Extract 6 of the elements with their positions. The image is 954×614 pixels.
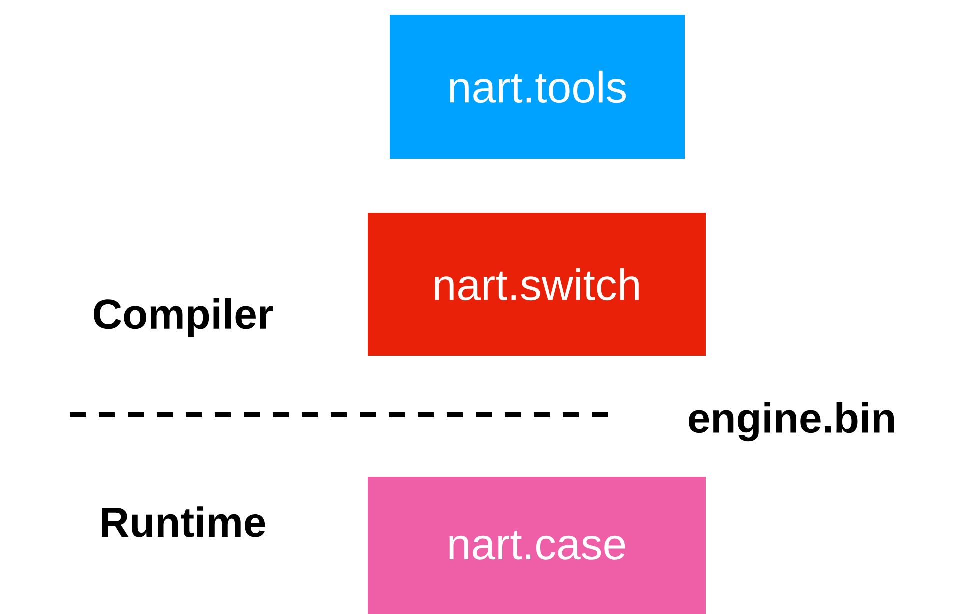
module-box: nart.switch: [368, 213, 706, 356]
module-box: nart.case: [368, 477, 706, 614]
stage-label: Runtime: [102, 506, 266, 538]
stage-label: engine.bin: [689, 402, 894, 442]
stage-label: Compiler: [94, 298, 274, 338]
module-box: nart.tools: [390, 15, 685, 159]
